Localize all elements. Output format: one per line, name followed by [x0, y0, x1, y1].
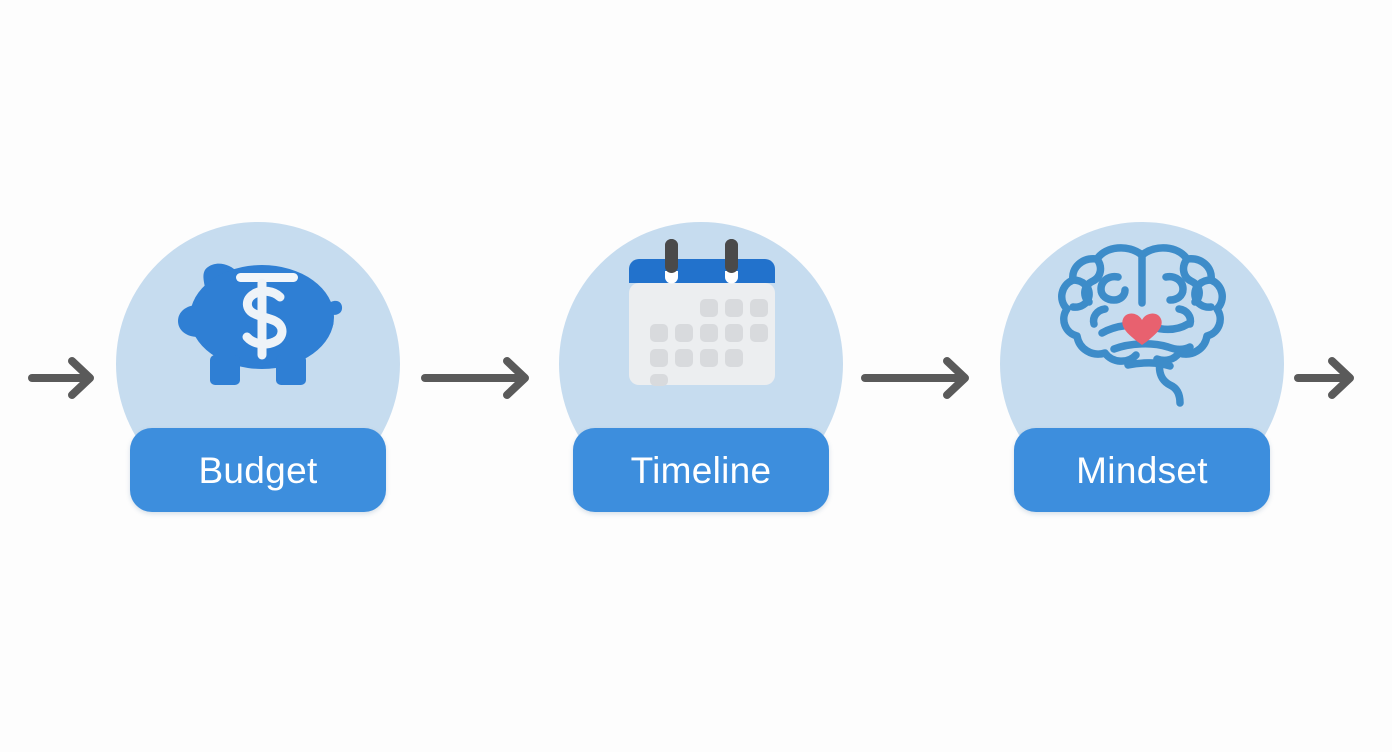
- piggy-bank-icon: [158, 233, 358, 403]
- brain-heart-icon: [1042, 233, 1242, 407]
- node-label-pill-budget[interactable]: Budget: [130, 428, 386, 512]
- arrow-timeline-to-mindset: [861, 352, 977, 404]
- arrow-into-budget: [28, 352, 102, 404]
- calendar-icon: [601, 233, 801, 403]
- flow-node-timeline[interactable]: Timeline: [559, 222, 843, 514]
- arrow-budget-to-timeline: [421, 352, 537, 404]
- node-label-mindset: Mindset: [1076, 449, 1208, 491]
- node-label-pill-mindset[interactable]: Mindset: [1014, 428, 1270, 512]
- node-label-timeline: Timeline: [630, 449, 772, 491]
- flow-node-mindset[interactable]: Mindset: [1000, 222, 1284, 514]
- node-label-budget: Budget: [198, 449, 318, 491]
- flow-node-budget[interactable]: Budget: [116, 222, 400, 514]
- node-label-pill-timeline[interactable]: Timeline: [573, 428, 829, 512]
- arrow-out-of-mindset: [1294, 352, 1370, 404]
